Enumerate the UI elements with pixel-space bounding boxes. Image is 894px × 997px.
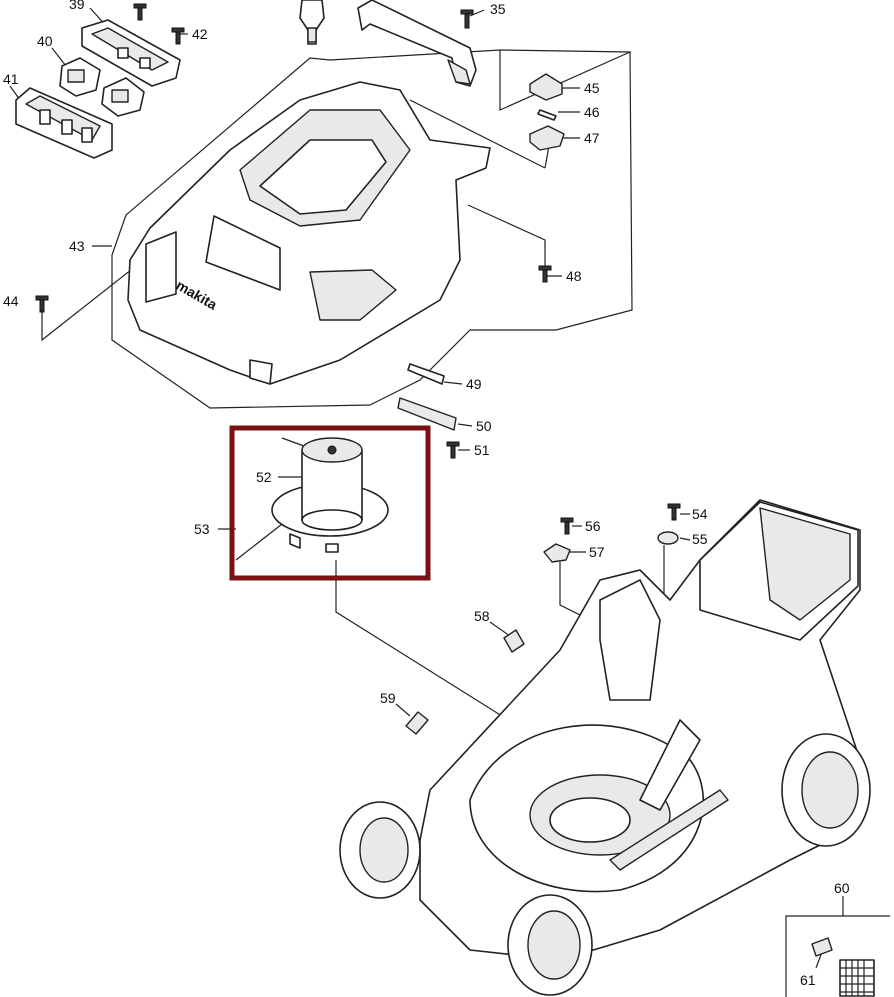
part-40-terminals [59,57,145,117]
callout-49: 49 [466,376,482,392]
callout-54: 54 [692,506,708,522]
part-52-motor [271,437,389,553]
callout-51: 51 [474,442,490,458]
callout-59: 59 [380,690,396,706]
parts-49-50-rods [397,363,457,431]
callout-47: 47 [584,130,600,146]
screws-mid [35,265,681,535]
callout-61: 61 [800,972,816,988]
callout-48: 48 [566,268,582,284]
callout-50: 50 [476,418,492,434]
callout-35: 35 [490,1,506,17]
mower-deck [339,499,871,996]
parts-45-47-clips [529,73,565,151]
callout-44: 44 [3,293,19,309]
callout-53: 53 [194,521,210,537]
part-61-and-filter [811,937,875,997]
callout-42: 42 [192,26,208,42]
part-43-housing: makita [127,81,491,385]
part-35-handle [299,0,477,87]
callout-55: 55 [692,531,708,547]
callout-43: 43 [69,238,85,254]
parts-58-59-pins [405,629,525,735]
part-41-contact-plate [15,87,113,159]
callout-39: 39 [69,0,85,12]
callout-45: 45 [584,80,600,96]
callout-58: 58 [474,608,490,624]
screws-top [133,3,474,45]
callout-57: 57 [589,544,605,560]
callout-41: 41 [3,71,19,87]
callout-52: 52 [256,469,272,485]
callout-60: 60 [834,880,850,896]
callout-46: 46 [584,104,600,120]
callout-labels: 39 40 41 42 35 43 44 45 46 47 48 49 50 5… [3,0,850,988]
callout-40: 40 [37,33,53,49]
callout-56: 56 [585,518,601,534]
highlight-box-part-53 [229,425,431,581]
parts-55-57 [543,531,679,563]
part-39-bracket [81,19,181,87]
